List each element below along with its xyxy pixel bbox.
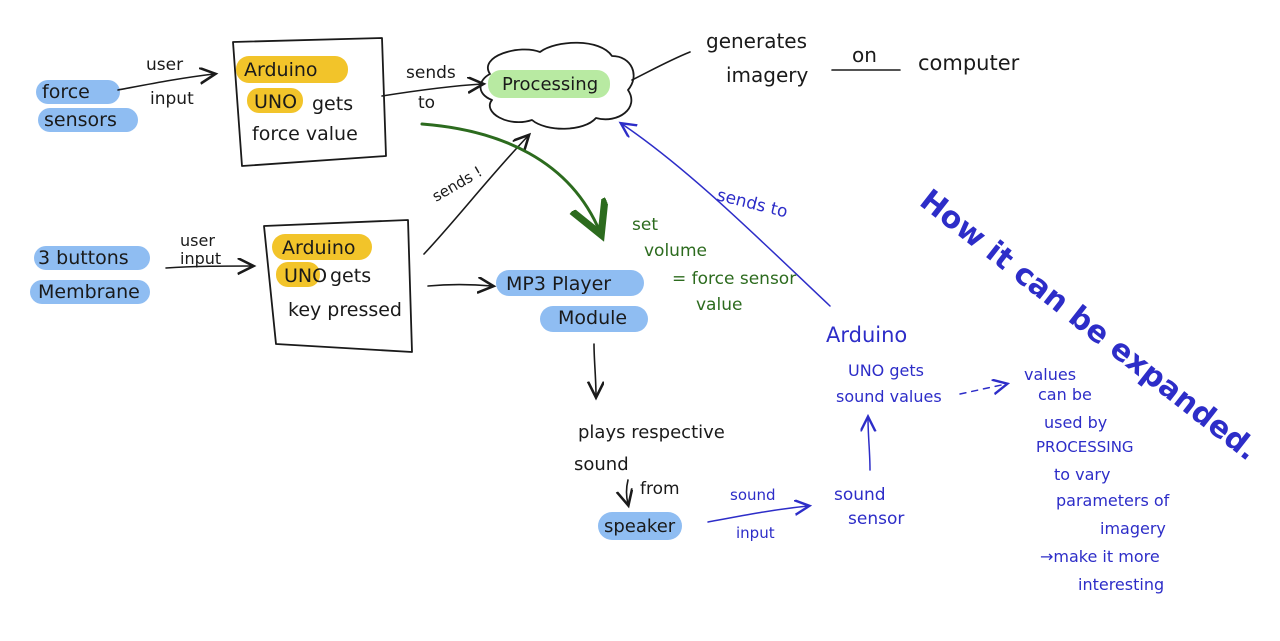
generates-a: generates xyxy=(706,29,807,53)
sends-to-a: sends xyxy=(406,63,456,83)
processing-cloud xyxy=(479,41,635,130)
highlight-arduino-top xyxy=(236,56,348,83)
blue-sends-to: sends to xyxy=(715,185,790,222)
highlight-mp3 xyxy=(496,270,644,296)
line-processing-generates xyxy=(631,51,691,81)
highlight-buttons xyxy=(34,246,150,270)
set-volume-c: = force sensor xyxy=(672,269,796,289)
arduino-mid-line2b: gets xyxy=(330,265,371,287)
mp3-text: MP3 Player Module plays respective sound… xyxy=(506,273,725,537)
buttons-label: 3 buttons xyxy=(38,247,129,269)
plays-b: sound xyxy=(574,454,629,475)
sound-sensor-b: sensor xyxy=(848,509,904,529)
arrow-to-mp3 xyxy=(427,285,492,287)
blue-arduino: Arduino xyxy=(826,323,907,347)
sound-input-a: sound xyxy=(730,486,776,504)
arduino-mid-line2a: UNO xyxy=(284,265,327,287)
highlights xyxy=(30,56,682,540)
arrow-sends-to-processing xyxy=(381,84,482,97)
values-line-6: imagery xyxy=(1100,519,1166,538)
set-volume-b: volume xyxy=(644,241,707,261)
user-input-1a: user xyxy=(146,55,183,75)
arduino-top-box xyxy=(232,37,387,167)
values-line-5: parameters of xyxy=(1056,491,1170,510)
values-line-2: used by xyxy=(1044,413,1107,432)
expansion-text: sends to Arduino UNO gets sound values s… xyxy=(715,183,1265,594)
blue-arrow-sends-to-processing xyxy=(622,124,831,307)
arrow-user-input-mid xyxy=(165,266,252,268)
arduino-top-text: Arduino UNO gets force value xyxy=(244,59,358,145)
blue-arrow-sound-input xyxy=(707,506,808,523)
highlight-sensors xyxy=(38,108,138,132)
speaker-label: speaker xyxy=(604,516,676,537)
blue-uno-gets: UNO gets xyxy=(848,361,924,380)
blue-dashed-arrow xyxy=(959,384,1006,394)
set-volume-a: set xyxy=(632,215,658,235)
arduino-mid-box xyxy=(263,219,413,353)
arrow-user-input-top xyxy=(117,74,214,91)
mp3-line-b: Module xyxy=(558,307,627,329)
values-line-0: values xyxy=(1024,365,1076,384)
on-label: on xyxy=(852,43,877,67)
arduino-top-line1: Arduino xyxy=(244,59,318,81)
force-label: force xyxy=(42,81,90,103)
arduino-top-line2a: UNO xyxy=(254,91,297,113)
processing-label: Processing xyxy=(502,74,598,95)
highlight-uno-top xyxy=(247,88,303,113)
arduino-top-line3: force value xyxy=(252,123,358,145)
sound-sensor-a: sound xyxy=(834,485,886,505)
values-line-1: can be xyxy=(1038,385,1092,404)
plays-a: plays respective xyxy=(578,422,725,443)
values-line-3: PROCESSING xyxy=(1036,438,1134,456)
user-input-2b: input xyxy=(180,249,221,268)
arduino-mid-line1: Arduino xyxy=(282,237,356,259)
membrane-label: Membrane xyxy=(38,281,140,303)
blue-connectors xyxy=(622,124,1006,523)
sends-to-b: to xyxy=(418,93,435,113)
green-arrow-set-volume xyxy=(420,122,600,232)
arduino-top-line2b: gets xyxy=(312,93,353,115)
highlight-processing xyxy=(488,70,610,98)
highlight-module xyxy=(540,306,648,332)
set-volume-d: value xyxy=(696,295,742,315)
user-input-1b: input xyxy=(150,89,194,109)
arduino-mid-line3: key pressed xyxy=(288,299,402,321)
computer-label: computer xyxy=(918,51,1020,75)
highlight-force xyxy=(36,80,120,104)
set-volume-text: set volume = force sensor value xyxy=(632,215,796,315)
arrow-sends-mid-to-processing xyxy=(423,136,528,255)
highlight-membrane xyxy=(30,280,150,304)
inputs-text: force sensors user input 3 buttons Membr… xyxy=(38,55,221,303)
arrow-sound-down xyxy=(627,479,629,504)
sends-mid-label: sends ! xyxy=(429,163,485,206)
arrow-mp3-down xyxy=(594,343,596,396)
blue-sound-values: sound values xyxy=(836,387,942,406)
top-flow-text: sends to Processing generates imagery on… xyxy=(406,29,1020,205)
blue-arrow-sensor-up xyxy=(868,418,870,471)
black-connectors xyxy=(117,51,901,504)
shapes xyxy=(232,37,635,353)
generates-b: imagery xyxy=(726,63,809,87)
sensors-label: sensors xyxy=(44,109,117,131)
highlight-arduino-mid xyxy=(272,234,372,260)
highlight-uno-mid xyxy=(276,262,320,287)
sound-input-b: input xyxy=(736,524,775,542)
arduino-mid-text: Arduino UNO gets key pressed xyxy=(282,237,402,321)
values-line-7: →make it more xyxy=(1040,547,1160,566)
values-line-8: interesting xyxy=(1078,575,1164,594)
user-input-2a: user xyxy=(180,231,215,250)
mp3-line-a: MP3 Player xyxy=(506,273,611,295)
from-label: from xyxy=(640,479,680,499)
values-line-4: to vary xyxy=(1054,465,1110,484)
highlight-speaker xyxy=(598,512,682,540)
